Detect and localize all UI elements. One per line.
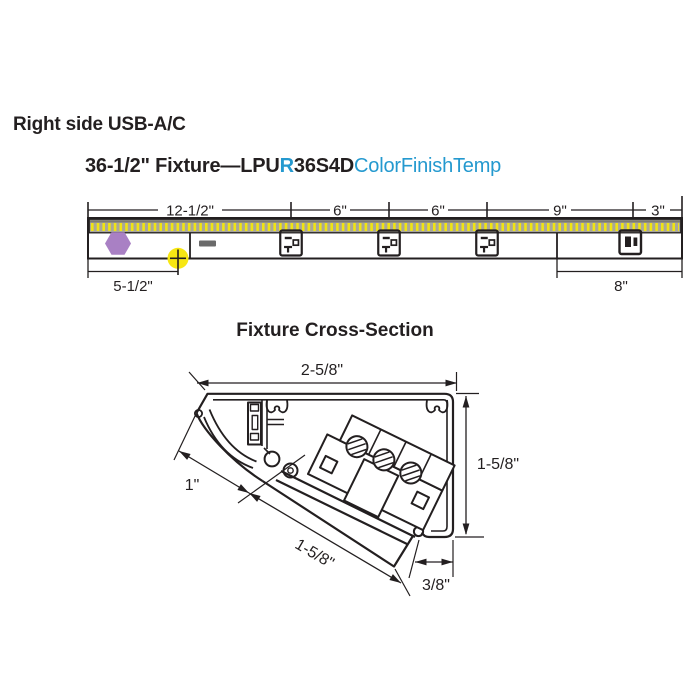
dim-label-8: 8" [614,278,628,295]
cs-label-lens: 1" [185,477,200,494]
dim-label-12-1-2: 12-1/2" [166,203,214,220]
dim-label-5-1-2: 5-1/2" [113,278,153,295]
cross-section-extension-lines [173,371,484,597]
cross-section-title: Fixture Cross-Section [236,320,434,341]
led-strip [88,218,682,234]
yellow-crosshair-marker [167,247,189,275]
page-title: Right side USB-A/C [13,114,186,135]
cross-section-diagram: 2-5/8" 1-5/8" 1" 1-5/8" 3/8" [173,362,519,597]
fixture-title: 36-1/2" Fixture—LPUR36S4DColorFinishTemp [85,155,501,178]
purple-hexagon-icon [105,232,131,255]
cross-section-dimension-lines [178,382,467,584]
profile-outline [195,392,455,568]
gray-dash-icon [199,240,216,247]
lens-curve [203,409,257,469]
fixture-title-model: 36S4D [293,155,355,177]
fixture-title-accent-letter: R [279,155,294,177]
cs-label-width: 2-5/8" [301,362,343,379]
dim-label-3: 3" [651,203,665,220]
spring-clips [265,399,449,414]
corner-boss [193,408,203,418]
hinge-detail [263,450,299,479]
bottom-dimension-lines [87,258,683,278]
terminal-block [307,414,456,532]
power-outlet-icon [618,229,643,256]
dim-label-6b: 6" [431,203,445,220]
cs-label-height: 1-5/8" [477,456,519,473]
fixture-title-suffix: ColorFinishTemp [354,155,502,177]
dim-label-9: 9" [553,203,567,220]
fixture-title-prefix: 36-1/2" Fixture—LPU [85,155,280,177]
dim-label-6a: 6" [333,203,347,220]
led-board [247,401,262,446]
cs-label-foot: 3/8" [422,577,450,594]
fixture-diagram: 12-1/2" 6" 6" 9" 3" 5-1/2" 8" [87,196,683,295]
